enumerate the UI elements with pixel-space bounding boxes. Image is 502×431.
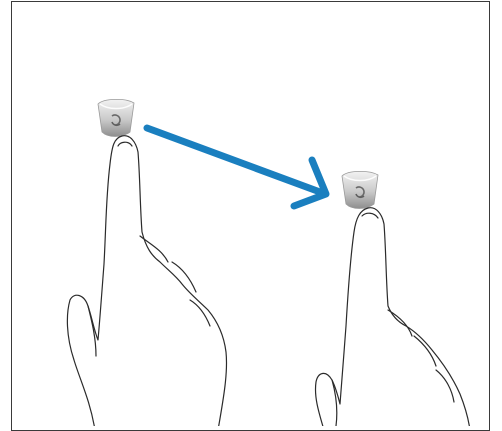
right-hand-icon	[315, 208, 470, 426]
recycle-bin-icon-dropped	[342, 171, 378, 208]
recycle-bin-icon	[98, 99, 134, 136]
left-hand-icon	[67, 136, 226, 426]
drag-arrow-icon	[147, 128, 326, 206]
